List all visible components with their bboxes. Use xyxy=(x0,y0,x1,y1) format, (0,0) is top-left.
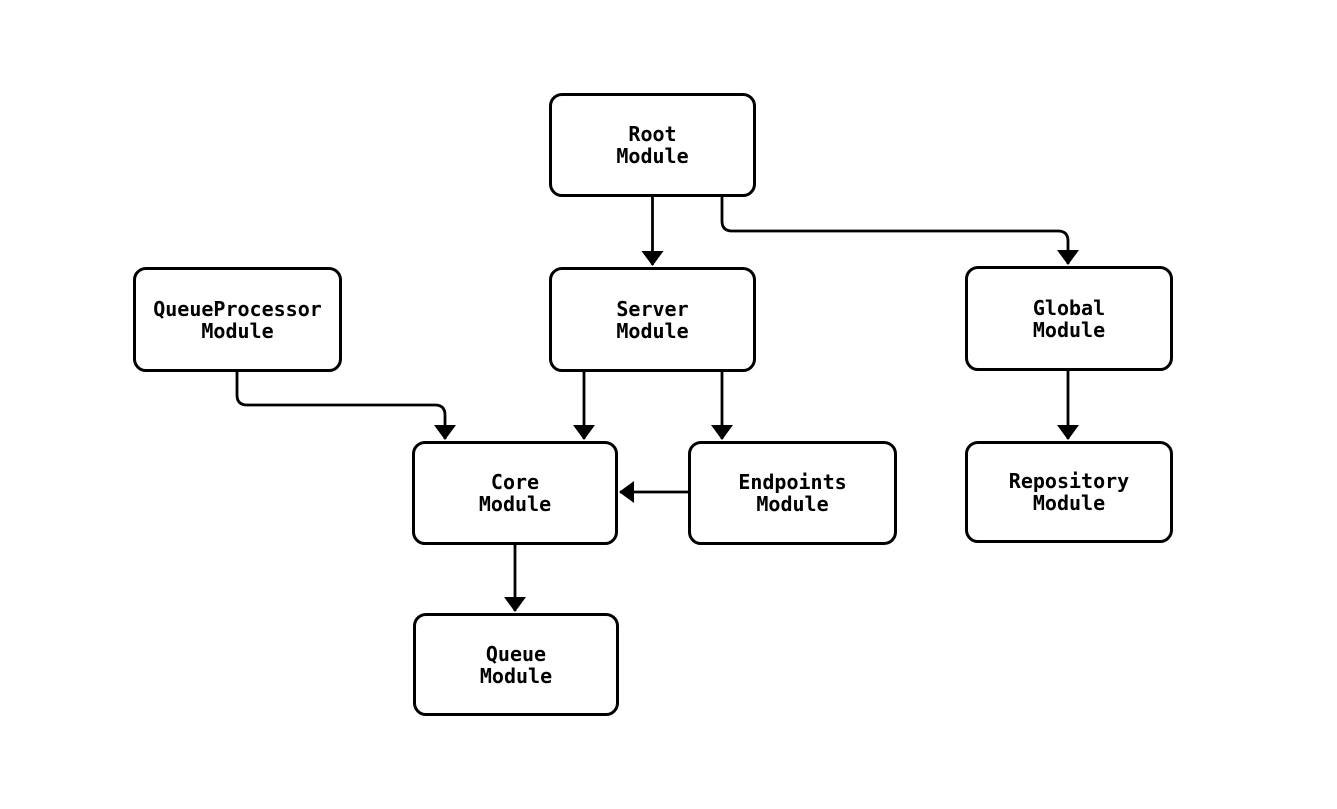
node-queueprocessor-module-label: QueueProcessor Module xyxy=(153,296,322,343)
node-root-module-label: Root Module xyxy=(616,122,689,168)
node-root-module: Root Module xyxy=(549,93,756,197)
node-queue-module: Queue Module xyxy=(413,613,619,716)
node-global-module-label: Global Module xyxy=(1032,295,1106,342)
edge-root-to-global xyxy=(720,197,1079,265)
node-core-module-label: Core Module xyxy=(478,470,552,516)
node-repository-module-label: Repository Module xyxy=(1008,469,1130,515)
node-endpoints-module-label: Endpoints Module xyxy=(738,470,847,516)
node-queueprocessor-module: QueueProcessor Module xyxy=(133,267,342,372)
node-queue-module-label: Queue Module xyxy=(479,641,553,688)
node-repository-module: Repository Module xyxy=(965,441,1173,543)
edge-queueprocessor-to-core xyxy=(235,372,456,440)
node-server-module-label: Server Module xyxy=(616,296,689,343)
node-global-module: Global Module xyxy=(965,266,1173,371)
node-server-module: Server Module xyxy=(549,267,756,372)
node-core-module: Core Module xyxy=(412,441,618,545)
node-endpoints-module: Endpoints Module xyxy=(688,441,897,545)
